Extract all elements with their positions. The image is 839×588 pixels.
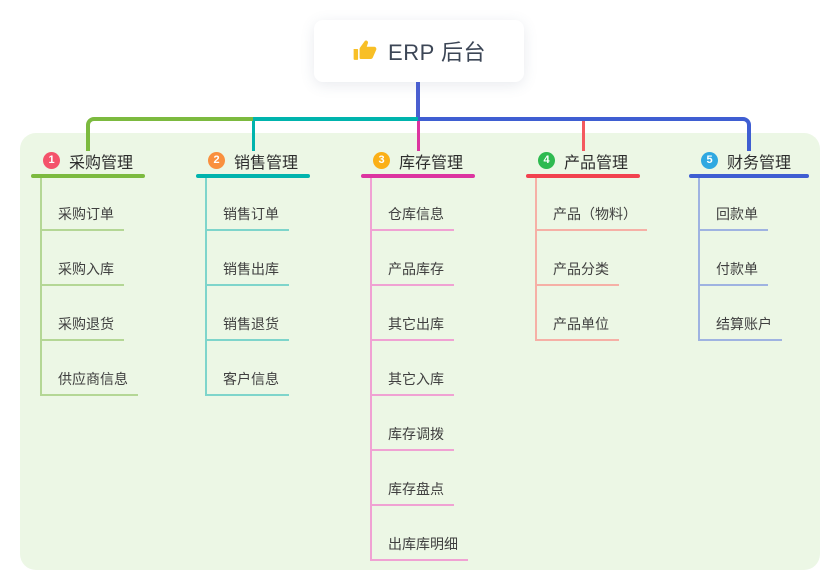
branch-children-connector [370, 178, 372, 561]
branch-underline [196, 174, 310, 178]
branch-title-1[interactable]: 1 采购管理 [31, 147, 145, 178]
branch-title-label: 采购管理 [69, 154, 134, 172]
child-node[interactable]: 销售出库 [205, 260, 289, 286]
child-node[interactable]: 客户信息 [205, 370, 289, 396]
branch-title-label: 产品管理 [564, 154, 629, 172]
branch-number-badge: 1 [43, 152, 60, 169]
branch-title-3[interactable]: 3 库存管理 [361, 147, 475, 178]
mindmap-panel [20, 133, 820, 570]
child-node[interactable]: 出库库明细 [370, 535, 468, 561]
child-node[interactable]: 付款单 [698, 260, 768, 286]
branch-number-badge: 2 [208, 152, 225, 169]
child-node[interactable]: 销售订单 [205, 205, 289, 231]
branch-underline [526, 174, 640, 178]
branch-underline [689, 174, 809, 178]
branch-underline [31, 174, 145, 178]
root-label: ERP 后台 [388, 40, 486, 65]
child-node[interactable]: 库存盘点 [370, 480, 454, 506]
branch-title-label: 库存管理 [399, 154, 464, 172]
connector-branch-3-drop [417, 121, 420, 151]
branch-underline [361, 174, 475, 178]
child-node[interactable]: 采购入库 [40, 260, 124, 286]
child-node[interactable]: 产品单位 [535, 315, 619, 341]
branch-children-connector [698, 178, 700, 341]
connector-branch-2-segment [253, 117, 418, 121]
branch-title-4[interactable]: 4 产品管理 [526, 147, 640, 178]
child-node[interactable]: 回款单 [698, 205, 768, 231]
connector-branch-5-elbow [418, 117, 751, 151]
branch-title-label: 销售管理 [234, 154, 299, 172]
child-node[interactable]: 产品（物料） [535, 205, 647, 231]
branch-number-badge: 3 [373, 152, 390, 169]
branch-number-badge: 4 [538, 152, 555, 169]
root-node[interactable]: ERP 后台 [314, 20, 524, 82]
child-node[interactable]: 其它出库 [370, 315, 454, 341]
child-node[interactable]: 采购退货 [40, 315, 124, 341]
connector-branch-4-drop [582, 121, 585, 151]
branch-number-badge: 5 [701, 152, 718, 169]
child-node[interactable]: 仓库信息 [370, 205, 454, 231]
child-node[interactable]: 产品分类 [535, 260, 619, 286]
branch-title-label: 财务管理 [727, 154, 792, 172]
child-node[interactable]: 结算账户 [698, 315, 782, 341]
child-node[interactable]: 库存调拨 [370, 425, 454, 451]
child-node[interactable]: 其它入库 [370, 370, 454, 396]
connector-branch-1-elbow [86, 117, 253, 151]
branch-children-connector [535, 178, 537, 341]
branch-title-2[interactable]: 2 销售管理 [196, 147, 310, 178]
branch-children-connector [40, 178, 42, 396]
branch-children-connector [205, 178, 207, 396]
connector-branch-2-drop [252, 121, 255, 151]
thumbs-up-icon [352, 38, 378, 64]
child-node[interactable]: 采购订单 [40, 205, 124, 231]
child-node[interactable]: 产品库存 [370, 260, 454, 286]
branch-title-5[interactable]: 5 财务管理 [689, 147, 809, 178]
child-node[interactable]: 销售退货 [205, 315, 289, 341]
child-node[interactable]: 供应商信息 [40, 370, 138, 396]
root-connector-line [416, 82, 420, 121]
